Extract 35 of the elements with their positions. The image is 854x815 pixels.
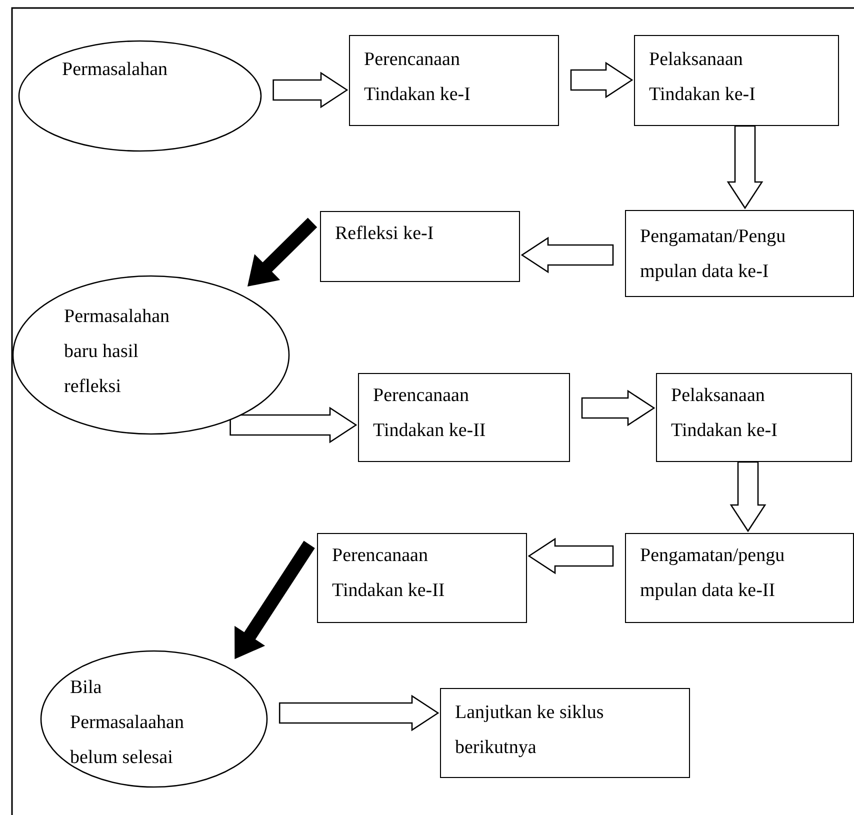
node-label: Perencanaan Tindakan ke-II xyxy=(332,544,446,603)
node-label: Pelaksanaan Tindakan ke-I xyxy=(649,48,756,107)
node-label: Bila Permasalaahan belum selesai xyxy=(70,676,185,770)
block-arrow xyxy=(272,72,348,108)
node-label: Refleksi ke-I xyxy=(335,222,435,246)
process-box xyxy=(440,688,690,778)
block-arrow xyxy=(278,694,440,732)
node-label: Permasalahan xyxy=(62,58,169,82)
node-label: Permasalahan baru hasil refleksi xyxy=(64,305,171,399)
node-label: Pengamatan/pengu mpulan data ke-II xyxy=(640,544,786,603)
block-arrow xyxy=(730,461,766,532)
process-box xyxy=(625,210,854,297)
block-arrow xyxy=(230,406,358,444)
process-box xyxy=(317,533,527,623)
process-box xyxy=(358,373,570,462)
node-label: Perencanaan Tindakan ke-I xyxy=(364,48,472,107)
node-label: Pengamatan/Pengu mpulan data ke-I xyxy=(640,225,787,284)
block-arrow xyxy=(726,125,764,210)
node-label: Perencanaan Tindakan ke-II xyxy=(373,384,487,443)
node-label: Pelaksanaan Tindakan ke-I xyxy=(671,384,778,443)
block-arrow xyxy=(581,390,656,426)
block-arrow xyxy=(570,62,634,98)
ellipse-node xyxy=(12,275,290,435)
process-box xyxy=(656,373,852,462)
block-arrow xyxy=(247,218,318,287)
process-box xyxy=(625,533,854,623)
block-arrow xyxy=(234,540,315,660)
process-box xyxy=(320,211,520,282)
node-label: Lanjutkan ke siklus berikutnya xyxy=(455,701,605,760)
process-box xyxy=(349,35,559,126)
block-arrow xyxy=(528,538,614,574)
ellipse-node xyxy=(18,40,262,152)
block-arrow xyxy=(520,236,614,274)
process-box xyxy=(634,35,839,126)
ellipse-node xyxy=(40,650,268,788)
